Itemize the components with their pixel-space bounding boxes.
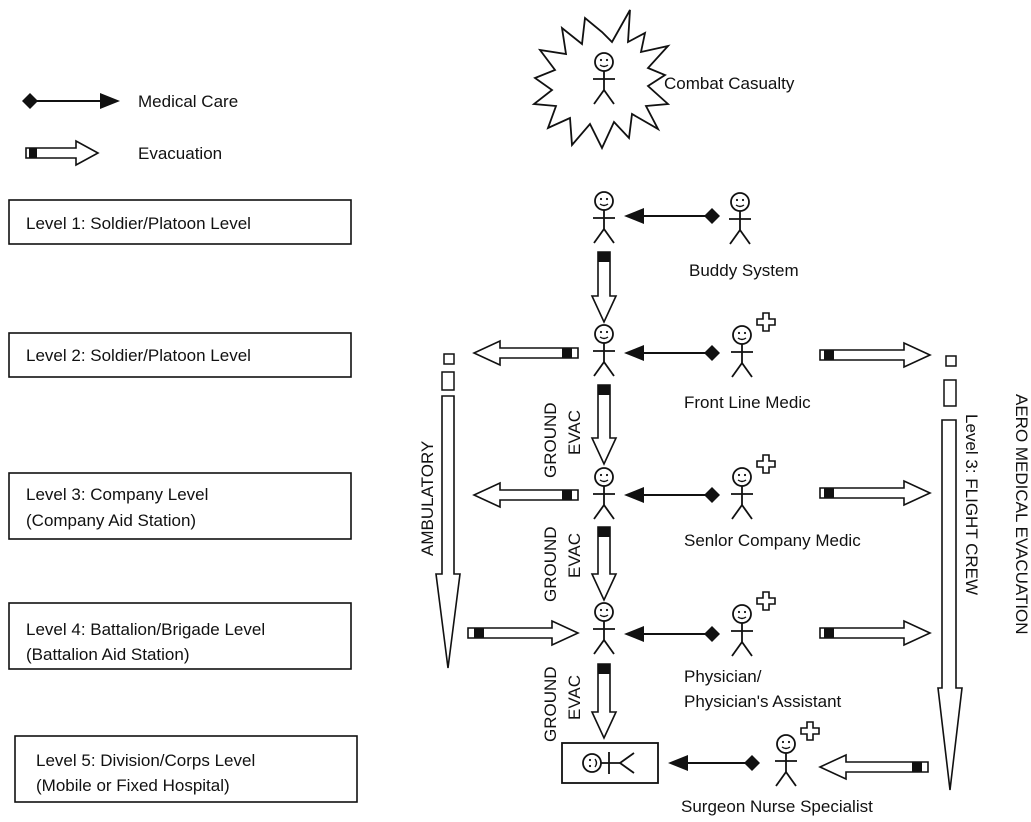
flight-crew-label: Level 3: FLIGHT CREW [962, 414, 981, 595]
flight-arrow-level-3 [819, 479, 932, 507]
physician-label-line1: Physician/ [684, 667, 762, 686]
level-2-label: Level 2: Soldier/Platoon Level [26, 346, 251, 365]
ambulatory-column: AMBULATORY [418, 353, 461, 669]
diamond-icon-2 [704, 345, 720, 361]
legend-evacuation-label: Evacuation [138, 144, 222, 163]
legend-care-arrowhead [100, 93, 120, 109]
front-line-medic: Front Line Medic [624, 312, 811, 412]
buddy-system-label: Buddy System [689, 261, 799, 280]
legend-evacuation: Evacuation [25, 139, 222, 167]
ground-evac-label-2-line1: GROUND [541, 526, 560, 602]
flight-arrow-level-4 [819, 619, 932, 647]
ambulatory-arrow-level-2 [472, 339, 579, 367]
medic-cross-icon [756, 312, 776, 332]
ground-evac-label-1-line2: EVAC [565, 410, 584, 455]
combat-casualty-label: Combat Casualty [664, 74, 795, 93]
care-arrowhead-5 [668, 755, 688, 771]
level-3-label: Level 3: Company Level [26, 485, 208, 504]
ambulatory-arrow [435, 395, 461, 669]
senior-company-medic: Senlor Company Medic [624, 454, 861, 550]
front-line-medic-label: Front Line Medic [684, 393, 811, 412]
buddy-system: Buddy System [624, 192, 799, 280]
flight-to-surgeon-arrow [818, 753, 929, 781]
level-box-1: Level 1: Soldier/Platoon Level [8, 199, 352, 245]
ground-evac-arrow-3 [590, 526, 618, 602]
flight-arrow-level-2 [819, 341, 932, 369]
combat-casualty: Combat Casualty [531, 9, 795, 151]
level-box-4: Level 4: Battalion/Brigade Level (Battal… [8, 602, 352, 670]
flight-tall-box [943, 379, 957, 407]
ambulatory-tall-box [441, 371, 455, 391]
medic-cross-icon [756, 591, 776, 611]
diamond-icon-4 [704, 626, 720, 642]
level-1-label: Level 1: Soldier/Platoon Level [26, 214, 251, 233]
ground-evac-label-3-line1: GROUND [541, 666, 560, 742]
senior-medic-label: Senlor Company Medic [684, 531, 861, 550]
patient-level-3-icon [592, 467, 616, 520]
physician-label-line2: Physician's Assistant [684, 692, 842, 711]
physician: Physician/ Physician's Assistant [624, 591, 842, 711]
diamond-icon-5 [744, 755, 760, 771]
level-4-sublabel: (Battalion Aid Station) [26, 645, 189, 664]
ground-evac-label-2-line2: EVAC [565, 533, 584, 578]
level-5-sublabel: (Mobile or Fixed Hospital) [36, 776, 230, 795]
legend-medical-care: Medical Care [22, 92, 238, 111]
ground-evac-arrow-2 [590, 384, 618, 466]
ambulatory-label: AMBULATORY [418, 441, 437, 556]
medic-cross-icon [756, 454, 776, 474]
patient-level-4-icon [592, 602, 616, 655]
care-arrowhead-4 [624, 626, 644, 642]
care-arrowhead-2 [624, 345, 644, 361]
flight-crew-column: Level 3: FLIGHT CREW [937, 355, 981, 791]
physician-figure-icon [730, 604, 754, 657]
flight-crew-arrow [937, 419, 963, 791]
ground-evac-label-1-line1: GROUND [541, 402, 560, 478]
ambulatory-return-arrow [467, 619, 580, 647]
front-line-medic-figure-icon [730, 325, 754, 378]
legend-arrow-tail-mark [29, 148, 37, 158]
diamond-icon-1 [704, 208, 720, 224]
ambulatory-arrow-level-3 [472, 481, 579, 509]
ground-evac-arrow-4 [590, 663, 618, 740]
ground-evac-arrow-1 [590, 251, 618, 324]
level-box-3: Level 3: Company Level (Company Aid Stat… [8, 472, 352, 540]
diamond-arrow-icon [22, 93, 38, 109]
care-arrowhead-1 [624, 208, 644, 224]
level-box-5: Level 5: Division/Corps Level (Mobile or… [14, 735, 358, 803]
level-5-label: Level 5: Division/Corps Level [36, 751, 255, 770]
aero-medical-evacuation-label: AERO MEDICAL EVACUATION [1012, 394, 1031, 635]
surgeon-label: Surgeon Nurse Specialist [681, 797, 873, 816]
surgeon-figure-icon [774, 734, 798, 787]
patient-level-1-icon [592, 191, 616, 244]
level-4-label: Level 4: Battalion/Brigade Level [26, 620, 265, 639]
buddy-figure-icon [728, 192, 752, 245]
medic-cross-icon [800, 721, 820, 741]
diamond-icon-3 [704, 487, 720, 503]
ambulatory-small-box [443, 353, 455, 365]
care-arrowhead-3 [624, 487, 644, 503]
level-3-sublabel: (Company Aid Station) [26, 511, 196, 530]
surgeon: Surgeon Nurse Specialist [561, 721, 873, 816]
senior-medic-figure-icon [730, 467, 754, 520]
patient-level-2-icon [592, 324, 616, 377]
level-box-2: Level 2: Soldier/Platoon Level [8, 332, 352, 378]
ground-evac-label-3-line2: EVAC [565, 675, 584, 720]
flight-small-box [945, 355, 957, 367]
legend-medical-care-label: Medical Care [138, 92, 238, 111]
